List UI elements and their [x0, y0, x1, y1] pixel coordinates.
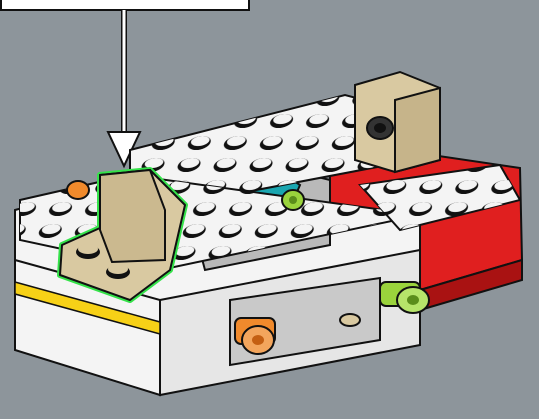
- lime-pin-top: [282, 190, 304, 210]
- orange-pin-left: [67, 181, 89, 199]
- tan-brick-rear: [355, 72, 440, 172]
- tan-underside-plate: [340, 314, 360, 326]
- callout-arrow: [108, 10, 140, 166]
